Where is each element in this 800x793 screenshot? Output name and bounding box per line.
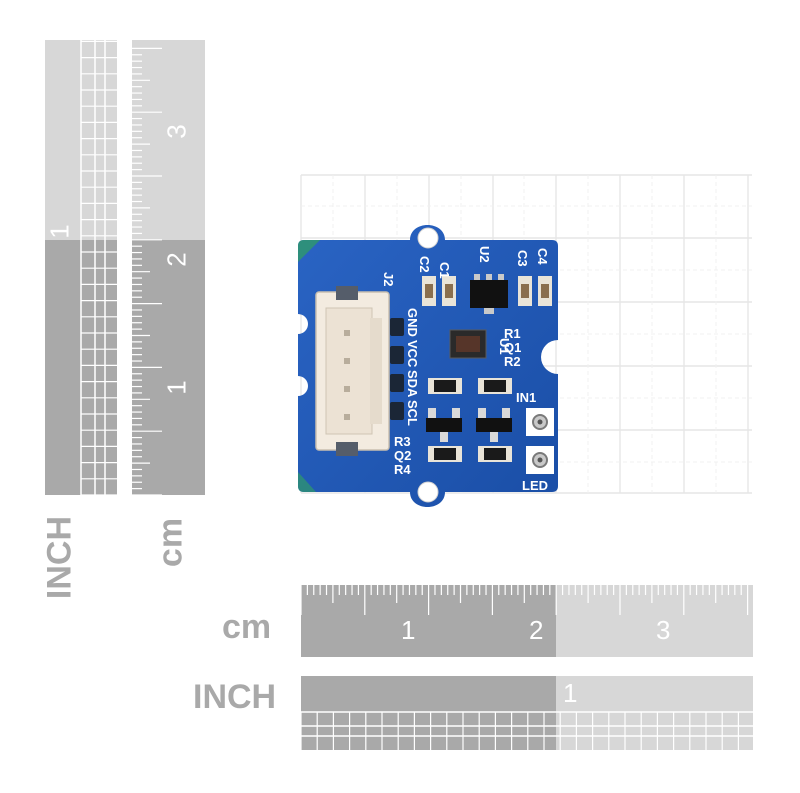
horizontal-cm-unit-label: cm bbox=[222, 608, 272, 646]
vertical-cm-ruler: 3 2 1 bbox=[132, 40, 205, 495]
capacitor-c1 bbox=[442, 276, 456, 306]
label-vcc: VCC bbox=[405, 340, 420, 368]
resistor-r2 bbox=[478, 446, 512, 462]
label-j2: J2 bbox=[381, 272, 396, 286]
label-u2: U2 bbox=[477, 246, 492, 263]
horizontal-cm-tick-label-3: 3 bbox=[656, 615, 671, 645]
label-r2: R2 bbox=[504, 354, 521, 369]
horizontal-inch-ruler: 1 bbox=[301, 676, 753, 750]
label-scl: SCL bbox=[405, 400, 420, 426]
vertical-inch-ticks bbox=[80, 40, 117, 495]
mounting-hole-top bbox=[417, 227, 439, 249]
horizontal-cm-ruler: 1 2 3 bbox=[301, 585, 753, 657]
vertical-cm-tick-label-2: 2 bbox=[161, 252, 192, 267]
label-r4: R4 bbox=[394, 462, 411, 477]
vertical-cm-unit-label: cm bbox=[151, 517, 190, 568]
pad-in1 bbox=[526, 408, 554, 436]
vertical-cm-tick-label-3: 3 bbox=[161, 124, 192, 139]
capacitor-c3 bbox=[518, 276, 532, 306]
label-led: LED bbox=[522, 478, 548, 493]
mounting-hole-bottom bbox=[417, 481, 439, 503]
transistor-q1 bbox=[476, 408, 512, 442]
label-c2: C2 bbox=[417, 256, 432, 273]
transistor-q2 bbox=[426, 408, 462, 442]
capacitor-c4 bbox=[538, 276, 552, 306]
vertical-inch-unit-label: INCH bbox=[40, 515, 79, 600]
resistor-r3 bbox=[428, 378, 462, 394]
pad-led bbox=[526, 446, 554, 474]
label-q1: Q1 bbox=[504, 340, 521, 355]
horizontal-cm-tick-label-2: 2 bbox=[529, 615, 544, 645]
label-r3: R3 bbox=[394, 434, 411, 449]
vertical-cm-ticks bbox=[132, 47, 162, 495]
horizontal-inch-ticks bbox=[301, 711, 753, 750]
resistor-r1 bbox=[478, 378, 512, 394]
horizontal-cm-tick-label-1: 1 bbox=[401, 615, 416, 645]
label-c1: C1 bbox=[437, 262, 452, 279]
chip-u1 bbox=[449, 329, 487, 359]
horizontal-inch-tick-label: 1 bbox=[563, 678, 578, 708]
label-c3: C3 bbox=[515, 250, 530, 267]
sensor-board: J2 C2 C1 U2 C3 C4 GND VCC SDA SCL U1 R1 … bbox=[298, 225, 558, 507]
label-in1: IN1 bbox=[516, 390, 536, 405]
chip-u2 bbox=[470, 274, 508, 314]
horizontal-cm-ticks bbox=[301, 585, 749, 615]
label-u1: U1 bbox=[497, 338, 512, 355]
label-c4: C4 bbox=[535, 248, 550, 265]
label-r1: R1 bbox=[504, 326, 521, 341]
vertical-inch-ruler: 1 bbox=[45, 40, 117, 495]
label-q2: Q2 bbox=[394, 448, 411, 463]
horizontal-inch-unit-label: INCH bbox=[193, 678, 277, 716]
vertical-cm-tick-label-1: 1 bbox=[161, 380, 192, 395]
grove-connector bbox=[315, 286, 390, 456]
vertical-inch-tick-label: 1 bbox=[44, 224, 75, 239]
capacitor-c2 bbox=[422, 276, 436, 306]
label-gnd: GND bbox=[405, 308, 420, 337]
resistor-r4 bbox=[428, 446, 462, 462]
label-sda: SDA bbox=[405, 370, 420, 398]
